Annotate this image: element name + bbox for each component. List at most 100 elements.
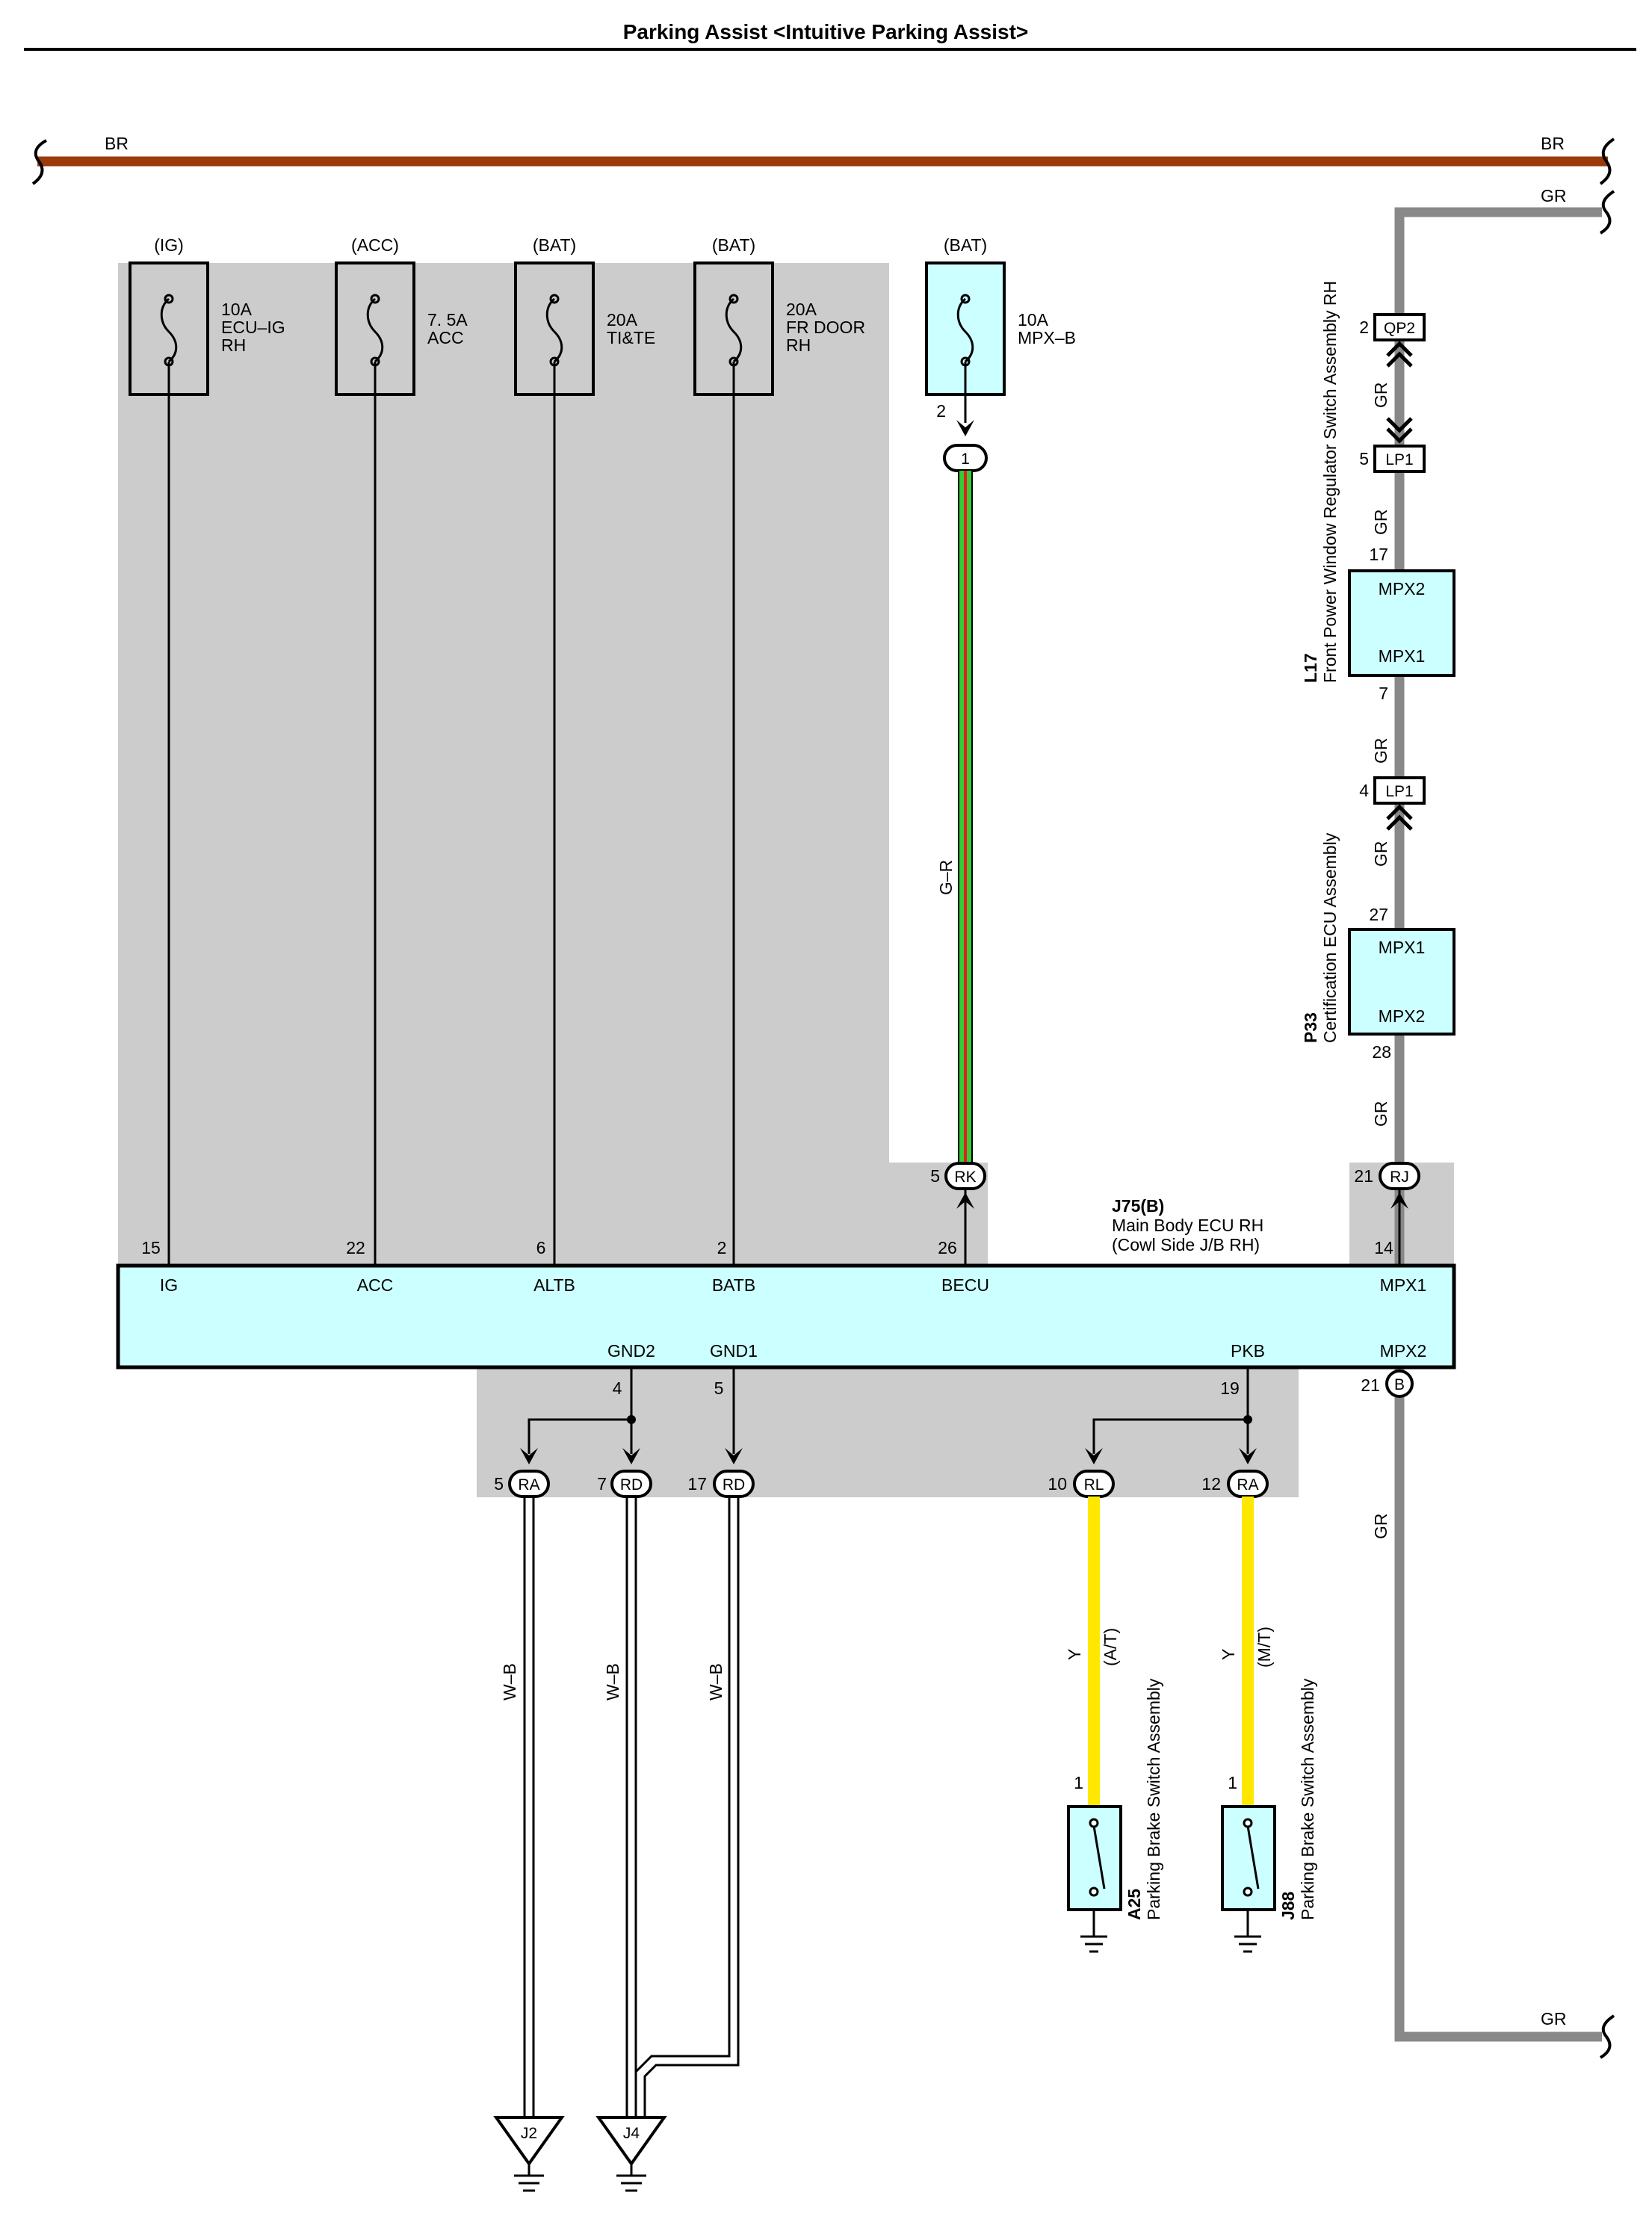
connector-label: RJ [1390, 1169, 1409, 1186]
wire-color-label: W–B [706, 1663, 726, 1700]
switch-name: Parking Brake Switch Assembly [1144, 1678, 1163, 1920]
wire-gnd2-branch [528, 1418, 631, 1454]
ground-label: J2 [521, 2125, 537, 2142]
br-label-left: BR [105, 134, 129, 153]
wire-color-label: Y [1065, 1649, 1084, 1660]
fuse-amp: 20A [607, 310, 638, 329]
ecu-name: Main Body ECU RH [1112, 1216, 1263, 1235]
fuse-element [160, 297, 178, 363]
diagram-title: Parking Assist <Intuitive Parking Assist… [623, 20, 1029, 43]
pin-label: 27 [1369, 905, 1388, 924]
pin-label: 1 [1074, 1773, 1083, 1792]
fuse-terminal [960, 294, 971, 304]
connector-label: 1 [961, 451, 970, 468]
switch-name: Parking Brake Switch Assembly [1298, 1678, 1317, 1920]
ecu-pin-num: 5 [714, 1378, 724, 1398]
fuse-amp: 7. 5A [427, 310, 468, 329]
ecu-pin-num: 14 [1374, 1238, 1393, 1257]
connector-arrow [1390, 1192, 1408, 1209]
fuse-name: MPX–B [1018, 328, 1076, 347]
ground-triangle [493, 2116, 565, 2167]
connector-lp1 [1373, 445, 1426, 473]
ground-j2: J2 [493, 2116, 565, 2192]
gr-label-top: GR [1541, 186, 1567, 205]
wire-variant-label: (A/T) [1101, 1628, 1120, 1666]
fuse-element [725, 297, 743, 363]
connector-label: RA [518, 1476, 539, 1494]
fuse-supply-label: (IG) [154, 235, 184, 255]
fuse-supply-label: (ACC) [351, 235, 399, 255]
p33-component [1348, 928, 1455, 1036]
pin-label: 7 [1379, 684, 1388, 703]
fuse-terminal [728, 294, 739, 304]
p33-pin-mpx2: MPX2 [1379, 1006, 1426, 1026]
ecu-id: J75(B) [1112, 1196, 1164, 1216]
ecu-pin-mpx2: MPX2 [1380, 1341, 1427, 1361]
ecu-pin-num: 4 [613, 1378, 622, 1398]
pin-label: 2 [936, 401, 946, 421]
connector-label: B [1394, 1376, 1405, 1393]
fuse-terminal [164, 294, 174, 304]
ecu-pin-becu: BECU [941, 1275, 989, 1295]
fuse-acc: (ACC) 7. 5A ACC [335, 235, 468, 396]
wire-color-label: GR [1371, 383, 1390, 409]
ground-lines [1080, 1910, 1107, 1953]
fuse-terminal [549, 294, 560, 304]
ground-lines [1234, 1910, 1261, 1953]
ecu-pin-num: 22 [346, 1238, 365, 1257]
p33-name: Certification ECU Assembly [1320, 832, 1340, 1043]
ground-label: J4 [623, 2125, 640, 2142]
connector-arrow [1239, 1448, 1257, 1464]
connector-qp2 [1373, 313, 1426, 341]
ecu-pin-mpx1: MPX1 [1380, 1275, 1427, 1295]
pin-label: 17 [687, 1474, 707, 1494]
ecu-pin-num: 2 [717, 1238, 727, 1257]
connector-label: LP1 [1385, 451, 1413, 468]
fuse-mpx-b: (BAT) 10A MPX–B [925, 235, 1076, 396]
gr-break-top [1599, 190, 1615, 235]
l17-name: Front Power Window Regulator Switch Asse… [1320, 281, 1340, 683]
l17-pin-mpx2: MPX2 [1379, 579, 1426, 598]
ecu-box [116, 1263, 1456, 1370]
pin-label: 10 [1048, 1474, 1067, 1494]
gr-trunk-wire [1394, 207, 1602, 2042]
ground-lines [616, 2164, 646, 2192]
switch-id: A25 [1124, 1889, 1144, 1920]
wire-color-label: GR [1371, 1514, 1390, 1540]
ecu-pin-acc: ACC [357, 1275, 394, 1295]
connector-chevron-up [1386, 804, 1413, 831]
p33-pin-mpx1: MPX1 [1379, 938, 1426, 957]
pin-label: 21 [1354, 1166, 1373, 1186]
connector-label: RD [723, 1476, 745, 1494]
brake-switch-a25: 1 A25 Parking Brake Switch Assembly [1067, 1678, 1163, 1953]
fuse-extra: RH [786, 335, 811, 355]
wire-color-label: GR [1371, 841, 1390, 867]
ecu-pin-num: 6 [536, 1238, 546, 1257]
fuse-element [366, 297, 384, 363]
ecu-pin-pkb: PKB [1231, 1341, 1265, 1361]
p33-id: P33 [1301, 1012, 1320, 1043]
switch-id: J88 [1278, 1891, 1298, 1920]
ecu-pin-num: 15 [141, 1238, 161, 1257]
connector-arrow [622, 1448, 640, 1464]
connector-label: RL [1084, 1476, 1104, 1494]
pin-label: 5 [1359, 449, 1369, 468]
pin-label: 12 [1201, 1474, 1221, 1494]
br-label-right: BR [1541, 134, 1565, 153]
wire-color-label: GR [1371, 510, 1390, 536]
pin-label: 5 [494, 1474, 504, 1494]
fuse-name: ECU–IG [221, 318, 285, 337]
fuse-name: TI&TE [607, 328, 655, 347]
pin-label: 1 [1228, 1773, 1237, 1792]
ground-j4: J4 [595, 2116, 667, 2192]
l17-component [1348, 569, 1455, 677]
connector-arrow [725, 1448, 743, 1464]
connector-chevron-down [1386, 417, 1413, 444]
ground-lines [514, 2164, 544, 2192]
switch-contact [1089, 1887, 1099, 1897]
ecu-pin-gnd2: GND2 [607, 1341, 655, 1361]
ecu-pin-num: 21 [1361, 1375, 1380, 1395]
ecu-pin-ig: IG [160, 1275, 178, 1295]
junction-block-shade [118, 263, 988, 1266]
fuse-element [956, 297, 974, 363]
